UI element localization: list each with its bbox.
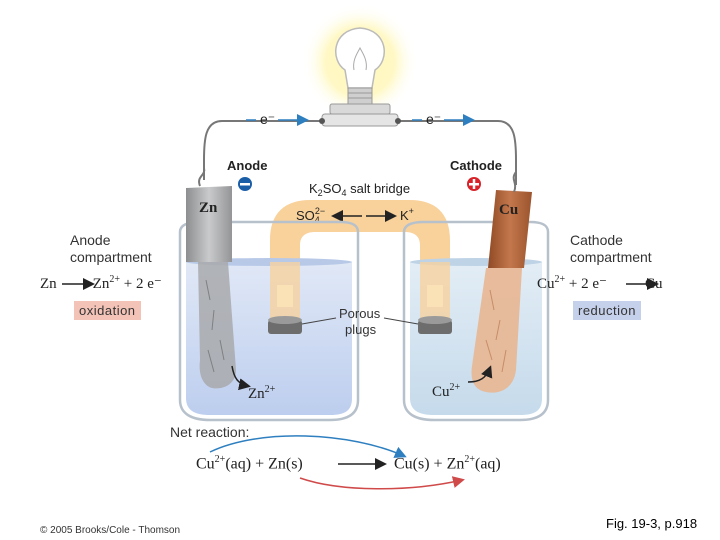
wire-left	[203, 120, 322, 180]
porous-plug-pointer-left	[301, 317, 337, 325]
oxidation-badge: oxidation	[74, 301, 141, 320]
anode-compartment-label: Anode compartment	[70, 232, 152, 265]
zn-ion-label: Zn2+	[248, 384, 276, 402]
porous-plugs-label-2: plugs	[345, 322, 377, 337]
zinc-electrode	[186, 167, 236, 389]
anode-label: Anode	[227, 158, 267, 173]
net-reaction-title: Net reaction:	[170, 424, 250, 440]
electron-label-right: e⁻	[426, 111, 441, 127]
light-bulb-icon	[321, 27, 399, 127]
cathode-label: Cathode	[450, 158, 502, 173]
zinc-electrode-label: Zn	[199, 200, 218, 216]
cathode-compartment-label: Cathode compartment	[570, 232, 652, 265]
copyright-text: © 2005 Brooks/Cole - Thomson	[40, 525, 181, 536]
cathode-half-reaction: Cu2+ + 2 e⁻Cu	[537, 274, 663, 292]
net-arrow-red	[299, 476, 465, 490]
porous-plug-pointer-right	[383, 317, 419, 325]
sulfate-ion-label: SO42−	[296, 206, 325, 225]
net-reaction-left: Cu2+(aq) + Zn(s)	[196, 454, 303, 473]
reduction-badge: reduction	[573, 301, 641, 320]
salt-bridge-label: K2SO4 salt bridge	[309, 181, 410, 198]
plus-sign-icon	[467, 177, 481, 191]
minus-sign-icon	[238, 177, 252, 191]
cu-ion-arrow	[467, 365, 493, 383]
net-arrow-blue	[209, 435, 407, 458]
cu-ion-label: Cu2+	[432, 382, 461, 400]
porous-plug-right	[418, 316, 452, 334]
porous-plug-left	[268, 316, 302, 334]
wire-right	[398, 120, 517, 185]
copper-electrode-label: Cu	[499, 202, 518, 218]
copper-electrode	[471, 171, 532, 393]
figure-caption: Fig. 19-3, p.918	[606, 516, 698, 531]
zn-ion-arrow	[231, 365, 251, 391]
electron-label-left: e⁻	[260, 111, 275, 127]
porous-plugs-label-1: Porous	[339, 306, 381, 321]
net-reaction-right: Cu(s) + Zn2+(aq)	[394, 454, 501, 473]
